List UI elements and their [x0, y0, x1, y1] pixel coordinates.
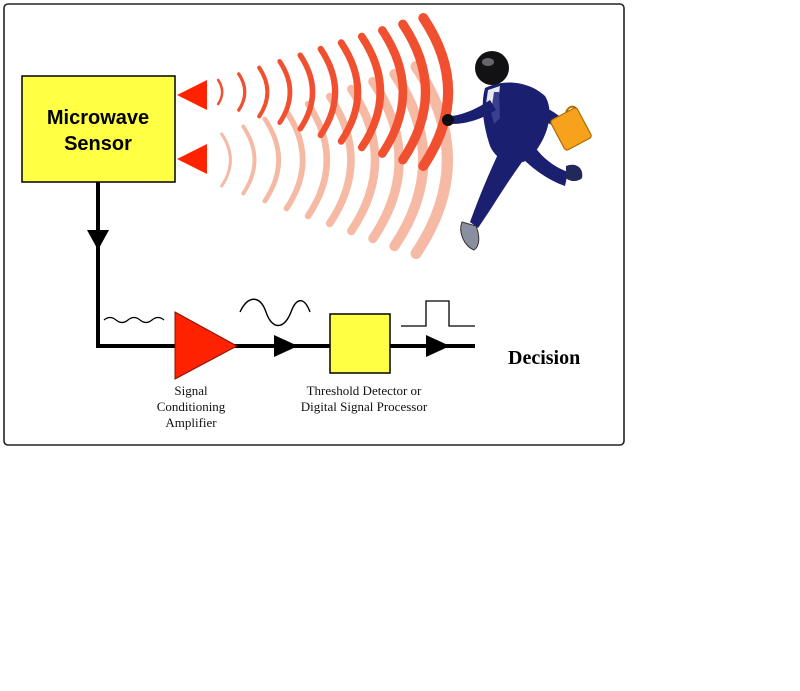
amplifier-label-line1: Signal	[174, 383, 208, 398]
amp-to-detector-arrowhead	[274, 335, 298, 357]
threshold-detector-box	[329, 313, 391, 374]
detector-to-decision-arrowhead	[426, 335, 450, 357]
decision-label: Decision	[508, 347, 580, 369]
amplifier-label-line3: Amplifier	[165, 415, 217, 430]
detector-label-line1: Threshold Detector or	[307, 383, 422, 398]
wave-arc	[277, 59, 293, 125]
wave-arc	[378, 26, 408, 158]
jacket	[482, 82, 550, 164]
microwave-sensor: Microwave Sensor	[21, 75, 176, 183]
back-leg	[470, 150, 522, 228]
amplified-sine-wave	[239, 298, 311, 327]
wave-arc	[317, 45, 339, 139]
tie	[491, 92, 500, 124]
wave-arc	[241, 124, 257, 196]
wave-arc	[283, 108, 306, 212]
wave-arc	[237, 72, 247, 112]
back-hand	[442, 114, 454, 126]
front-shoe	[566, 164, 583, 181]
back-shoe	[460, 221, 480, 251]
wave-arc	[304, 100, 331, 220]
emitter-upper	[177, 80, 207, 110]
sensor-label-line2: Sensor	[64, 133, 132, 155]
emitter-lower	[177, 144, 207, 174]
head	[475, 51, 509, 85]
down-arrowhead	[87, 230, 109, 250]
wave-arc	[297, 52, 316, 132]
head-highlight	[482, 58, 494, 66]
running-businessman-icon	[442, 51, 592, 251]
wave-arc	[398, 19, 431, 165]
briefcase-icon	[550, 105, 592, 151]
wave-arc	[216, 78, 224, 106]
signal-conditioning-amplifier	[174, 311, 239, 380]
wave-arc	[262, 116, 282, 204]
amplifier-label-line2: Conditioning	[157, 399, 226, 414]
wave-arc	[257, 65, 270, 119]
strong-wave-arcs	[216, 13, 453, 171]
wave-arc	[325, 92, 355, 228]
wave-arc	[357, 32, 385, 152]
wave-arc	[337, 39, 362, 145]
raw-signal-wave	[103, 316, 165, 324]
sensor-label-line1: Microwave	[47, 107, 149, 129]
detector-label-line2: Digital Signal Processor	[301, 399, 428, 414]
microwave-sensor-box	[21, 75, 176, 183]
wave-arc	[418, 13, 453, 171]
square-pulse-wave	[401, 300, 475, 327]
wave-arc	[347, 84, 380, 236]
back-arm	[452, 100, 496, 124]
wave-arc	[220, 132, 232, 188]
